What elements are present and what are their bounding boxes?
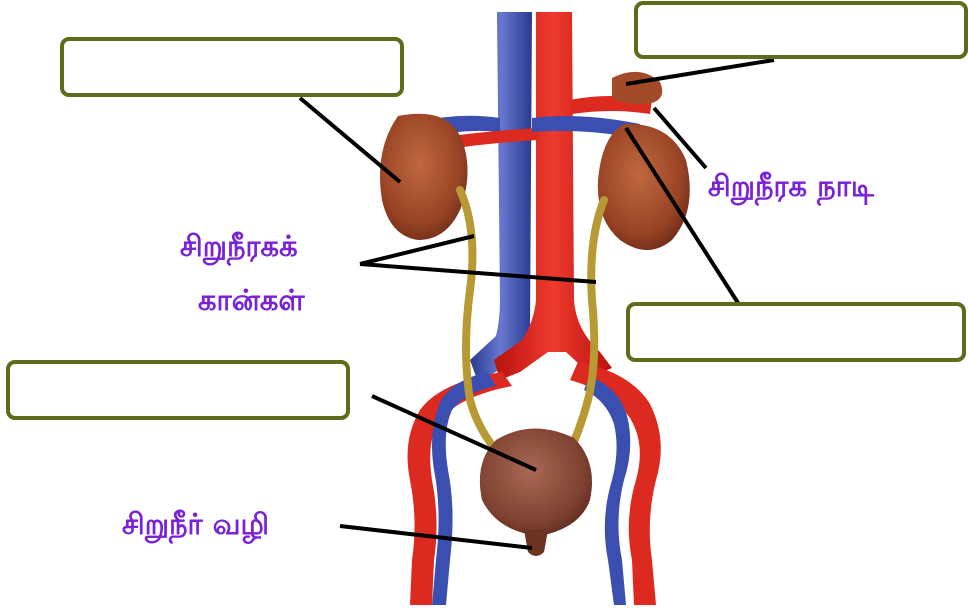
label-ureters-line2: கான்கள் <box>198 282 305 318</box>
leader-line-ureter-left <box>360 236 474 264</box>
blank-box-renal-vein[interactable] <box>626 302 966 362</box>
blank-box-kidney[interactable] <box>60 37 404 97</box>
label-urethra: சிறுநீர் வழி <box>122 506 269 542</box>
urethra-shape <box>524 530 548 556</box>
leader-line-adrenal-gland <box>626 60 774 84</box>
label-renal-artery: சிறுநீரக நாடி <box>708 168 874 204</box>
adrenal-gland-shape <box>612 72 662 105</box>
inferior-vena-cava <box>470 12 532 382</box>
blank-box-adrenal-gland[interactable] <box>634 1 968 59</box>
right-kidney-shape <box>598 124 690 250</box>
label-ureters-line1: சிறுநீரகக் <box>180 228 298 264</box>
leader-line-kidney <box>300 98 400 182</box>
left-ureter <box>460 190 500 455</box>
bladder-shape <box>480 428 592 536</box>
blank-box-urinary-bladder[interactable] <box>6 360 350 420</box>
